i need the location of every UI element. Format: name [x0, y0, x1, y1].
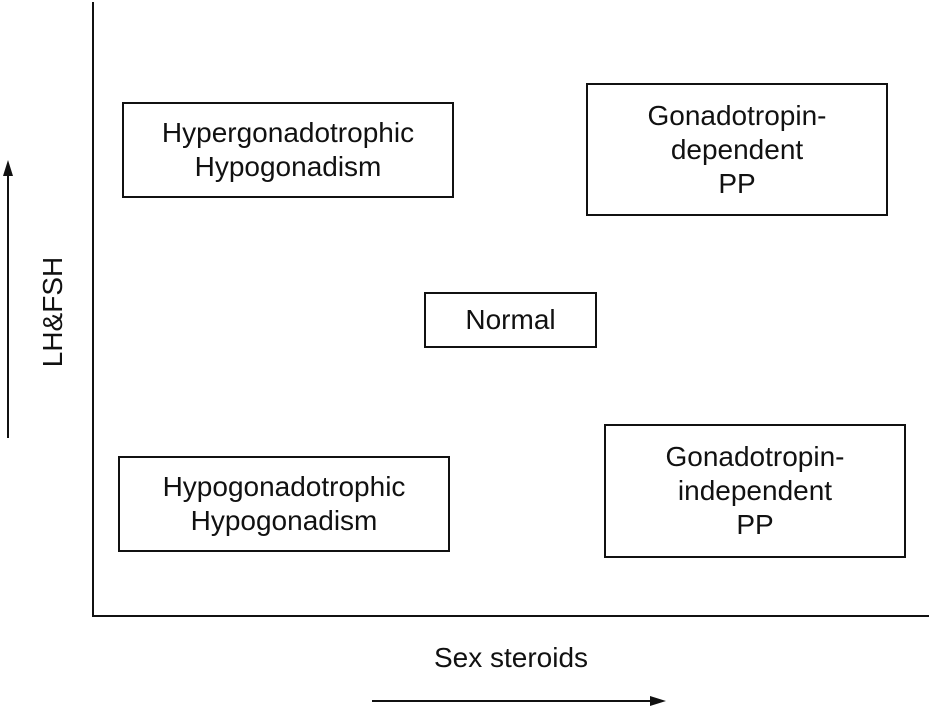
normal-box: Normal [424, 292, 597, 348]
box-line: Hypergonadotrophic [161, 117, 415, 148]
box-line: PP [718, 167, 756, 199]
x-axis-line [92, 615, 929, 617]
box-line: Normal [465, 304, 556, 335]
y-axis-arrow [3, 160, 13, 438]
box-line: Hypogonadism [194, 151, 382, 182]
box-line: Gonadotropin- [647, 99, 827, 131]
box-line: Hypogonadism [190, 505, 378, 536]
box-line: independent [677, 475, 833, 506]
box-line: Hypogonadotrophic [162, 471, 406, 502]
gonadotropin-dependent-pp-box: Gonadotropin- dependent PP [586, 83, 888, 216]
box-line: PP [736, 509, 774, 540]
box-line: dependent [670, 133, 804, 165]
box-line: Gonadotropin- [665, 441, 845, 472]
y-axis-line [92, 2, 94, 617]
y-axis-label: LH&FSH [37, 256, 68, 368]
x-axis-arrow [372, 696, 666, 706]
hypergonadotrophic-hypogonadism-box: Hypergonadotrophic Hypogonadism [122, 102, 454, 198]
hypogonadotrophic-hypogonadism-box: Hypogonadotrophic Hypogonadism [118, 456, 450, 552]
x-axis-label: Sex steroids [433, 642, 589, 673]
gonadotropin-independent-pp-box: Gonadotropin- independent PP [604, 424, 906, 558]
